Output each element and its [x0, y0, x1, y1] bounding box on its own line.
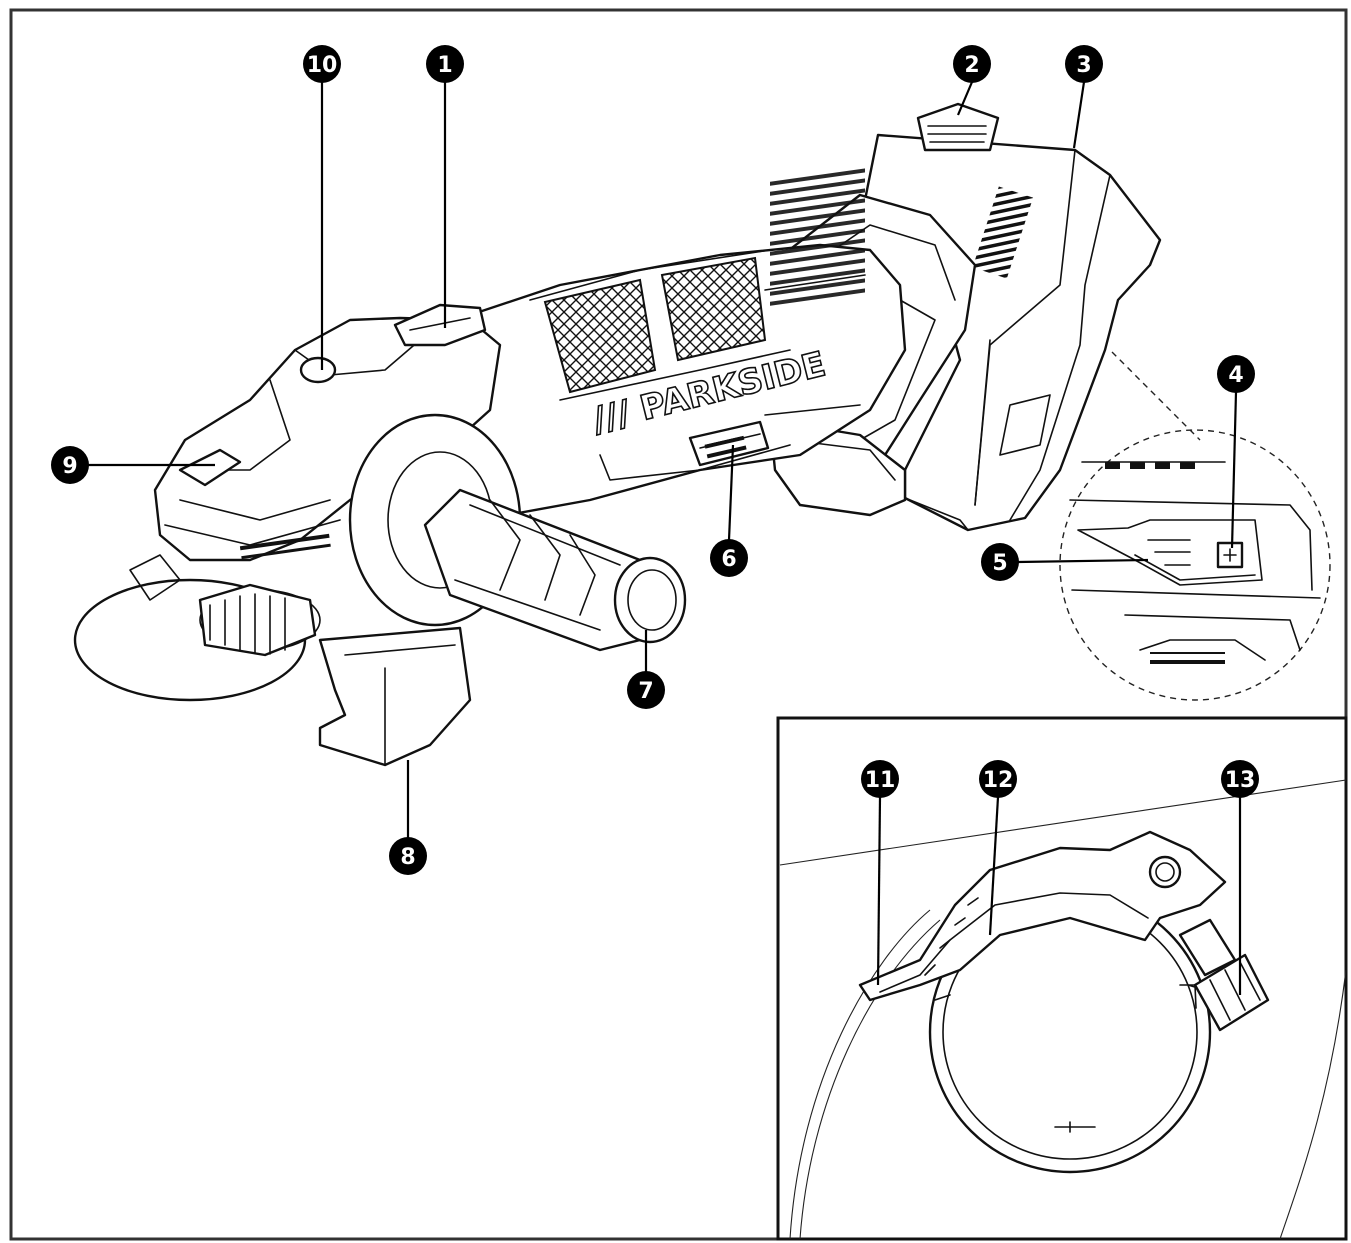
callout-5: 5: [981, 543, 1019, 581]
callout-9-label: 9: [62, 454, 77, 479]
callout-4: 4: [1217, 355, 1255, 393]
spindle-lock-button: [299, 356, 337, 384]
callout-11: 11: [861, 760, 899, 798]
spindle-lock-front: [178, 448, 242, 487]
callout-11-label: 11: [865, 768, 896, 793]
angle-grinder-body: /// PARKSIDE: [73, 102, 1162, 767]
battery-indicator-detail: [1059, 351, 1331, 701]
callout-6-label: 6: [721, 547, 736, 572]
callout-8: 8: [389, 837, 427, 875]
guard-clamp-inset: [776, 716, 1348, 1241]
callout-1: 1: [426, 45, 464, 83]
auxiliary-handle: [423, 488, 687, 652]
gear-head: [153, 316, 502, 562]
callout-7-label: 7: [638, 679, 653, 704]
callout-13-label: 13: [1225, 768, 1256, 793]
figure-frame: [9, 8, 1348, 1241]
callout-9: 9: [51, 446, 89, 484]
top-vent-cover: [393, 303, 487, 347]
callout-12-label: 12: [983, 768, 1014, 793]
battery-release-button: [916, 102, 1000, 152]
callout-5-label: 5: [992, 551, 1007, 576]
callout-2: 2: [953, 45, 991, 83]
callout-badges: 10 1 2 3 4 5 6 7: [51, 45, 1259, 875]
flange-nut: [198, 583, 317, 657]
callout-8-label: 8: [400, 845, 415, 870]
callout-3: 3: [1065, 45, 1103, 83]
callout-1-label: 1: [437, 53, 452, 78]
on-off-switch: [688, 420, 770, 467]
callout-12: 12: [979, 760, 1017, 798]
callout-10: 10: [303, 45, 341, 83]
callout-10-label: 10: [307, 53, 338, 78]
callout-2-label: 2: [964, 53, 979, 78]
callout-3-label: 3: [1076, 53, 1091, 78]
callout-13: 13: [1221, 760, 1259, 798]
leader-lines: [88, 81, 1242, 995]
callout-4-label: 4: [1228, 363, 1243, 388]
callout-7: 7: [627, 671, 665, 709]
protective-guard: [318, 626, 472, 767]
callout-6: 6: [710, 539, 748, 577]
